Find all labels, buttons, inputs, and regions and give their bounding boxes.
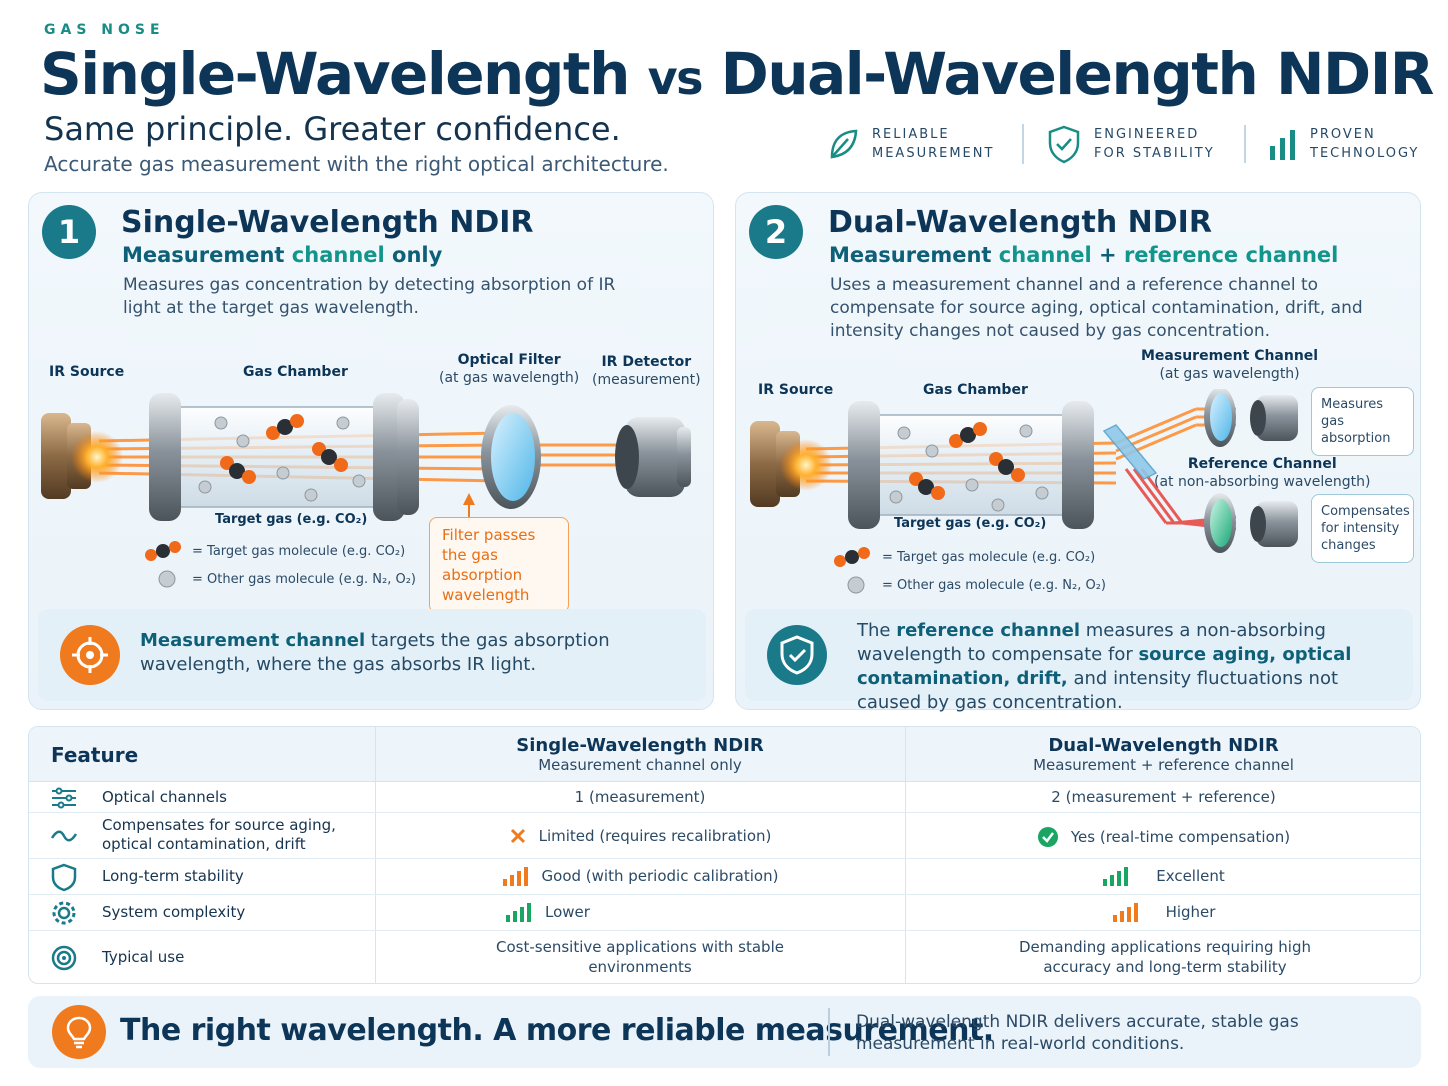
reference-filter	[1204, 493, 1236, 553]
step-number-2: 2	[749, 205, 803, 259]
other-gas-molecules	[198, 416, 366, 502]
table-row: Typical use Cost-sensitive applications …	[29, 931, 1420, 983]
table-header: Feature Single-Wavelength NDIR Measureme…	[29, 727, 1420, 782]
bottom-title: The right wavelength. A more reliable me…	[120, 1013, 994, 1048]
label-optical-filter: Optical Filter(at gas wavelength)	[439, 352, 580, 386]
table-row: Compensates for source aging, optical co…	[29, 813, 1420, 859]
table-row: Optical channels 1 (measurement) 2 (meas…	[29, 782, 1420, 813]
reference-callout: Compensates for intensity changes	[1311, 494, 1414, 563]
panel-single-wavelength: 1 Single-Wavelength NDIR Measurement cha…	[28, 192, 714, 710]
dual-optical-diagram	[750, 389, 1298, 553]
ir-source	[41, 413, 123, 499]
single-note: Measurement channel targets the gas abso…	[38, 609, 706, 701]
gas-chamber	[848, 401, 1094, 529]
reference-beams	[1124, 468, 1237, 531]
shield-check-icon	[780, 635, 814, 675]
target-gas-molecules	[220, 414, 348, 484]
bars-green-icon	[506, 903, 531, 922]
target-molecule-icon	[834, 547, 870, 567]
brand-name: GAS NOSE	[44, 22, 165, 38]
dual-note: The reference channel measures a non-abs…	[745, 609, 1413, 713]
bottom-banner: The right wavelength. A more reliable me…	[28, 996, 1421, 1068]
step-number-1: 1	[42, 205, 96, 259]
lightbulb-icon	[66, 1016, 92, 1049]
beam-splitter	[1102, 424, 1158, 480]
comparison-table: Feature Single-Wavelength NDIR Measureme…	[28, 726, 1421, 984]
leaf-icon	[830, 129, 858, 159]
other-molecule-icon	[158, 570, 176, 588]
sliders-icon	[52, 787, 76, 809]
target-icon	[72, 637, 108, 673]
measurement-callout: Measures gas absorption	[1311, 387, 1414, 456]
wave-icon	[50, 830, 78, 842]
label-ir-detector: IR Detector(measurement)	[592, 354, 701, 388]
check-icon	[1037, 827, 1058, 847]
label-target-gas: Target gas (e.g. CO₂)	[894, 516, 1047, 531]
measurement-filter	[1204, 389, 1236, 447]
bars-green-icon	[1103, 867, 1129, 886]
bars-orange-icon	[1112, 903, 1138, 922]
bottom-description: Dual-wavelength NDIR delivers accurate, …	[856, 1012, 1299, 1054]
filter-callout: Filter passes the gas absorption wavelen…	[429, 517, 569, 613]
target-icon	[51, 945, 77, 971]
shield-icon	[51, 863, 77, 892]
legend-other: = Other gas molecule (e.g. N₂, O₂)	[882, 578, 1106, 593]
gas-chamber	[149, 393, 419, 521]
cross-icon	[510, 828, 525, 844]
panel-title: Dual-Wavelength NDIR	[828, 205, 1212, 240]
label-target-gas: Target gas (e.g. CO₂)	[215, 512, 368, 527]
label-measurement-channel: Measurement Channel(at gas wavelength)	[1141, 348, 1319, 382]
label-gas-chamber: Gas Chamber	[243, 364, 348, 380]
table-row: Long-term stability Good (with periodic …	[29, 859, 1420, 895]
panel-subtitle: Measurement channel only	[122, 243, 443, 267]
panel-description: Uses a measurement channel and a referen…	[830, 275, 1363, 341]
legend-target: = Target gas molecule (e.g. CO₂)	[882, 550, 1096, 565]
optical-filter	[481, 405, 541, 509]
panel-title: Single-Wavelength NDIR	[121, 205, 534, 240]
subtagline: Accurate gas measurement with the right …	[44, 152, 669, 176]
table-row: System complexity Lower Higher	[29, 895, 1420, 931]
page-title: Single-Wavelength vs Dual-Wavelength NDI…	[40, 40, 1434, 108]
panel-subtitle: Measurement channel + reference channel	[829, 243, 1339, 267]
label-ir-source: IR Source	[758, 382, 834, 398]
legend-other: = Other gas molecule (e.g. N₂, O₂)	[192, 572, 416, 587]
feature-header: Feature	[51, 743, 139, 767]
legend-target: = Target gas molecule (e.g. CO₂)	[192, 544, 406, 559]
gear-icon	[52, 901, 76, 925]
single-optical-diagram	[41, 393, 691, 529]
reference-detector	[1250, 501, 1298, 547]
other-molecule-icon	[847, 576, 865, 594]
panel-description: Measures gas concentration by detecting …	[123, 275, 616, 318]
panel-dual-wavelength: 2 Dual-Wavelength NDIR Measurement chann…	[735, 192, 1421, 713]
target-gas-molecules	[909, 422, 1025, 500]
label-gas-chamber: Gas Chamber	[923, 382, 1028, 398]
shield-check-icon	[1048, 125, 1080, 164]
other-gas-molecules	[889, 424, 1049, 512]
ir-source	[750, 421, 832, 507]
tagline: Same principle. Greater confidence.	[44, 110, 621, 148]
ir-detector	[615, 417, 691, 497]
measurement-detector	[1250, 395, 1298, 441]
label-ir-source: IR Source	[49, 364, 125, 380]
bar-chart-icon	[1270, 130, 1295, 160]
bars-orange-icon	[502, 867, 528, 886]
label-reference-channel: Reference Channel(at non-absorbing wavel…	[1154, 456, 1371, 490]
dual-column-header: Dual-Wavelength NDIR Measurement + refer…	[1033, 735, 1294, 774]
target-molecule-icon	[145, 541, 181, 561]
single-column-header: Single-Wavelength NDIR Measurement chann…	[516, 735, 764, 774]
